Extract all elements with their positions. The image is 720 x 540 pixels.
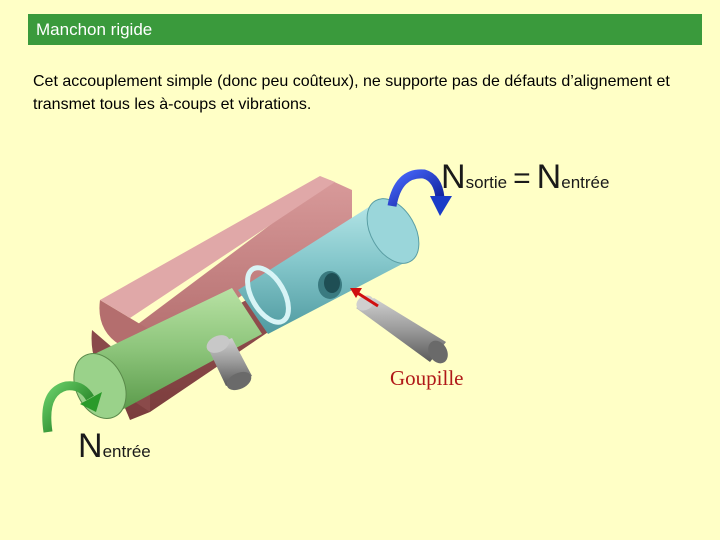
input-label-symbol: N (78, 427, 103, 465)
input-speed-label: Nentrée (78, 427, 151, 466)
slide-description: Cet accouplement simple (donc peu coûteu… (33, 73, 670, 113)
output-symbol: N (441, 158, 466, 196)
input-symbol: N (536, 158, 562, 196)
pin-installed (206, 335, 252, 391)
input-label-subscript: entrée (102, 442, 151, 461)
title-bar: Manchon rigide (28, 14, 702, 45)
speed-formula: Nsortie=Nentrée (441, 158, 609, 197)
output-rotation-arrow (387, 169, 452, 216)
pin-insert-arrow (350, 288, 379, 308)
slide-title: Manchon rigide (36, 20, 153, 39)
output-subscript: sortie (465, 173, 508, 192)
pin-label: Goupille (390, 366, 464, 390)
input-subscript: entrée (561, 173, 610, 192)
equals-sign: = (513, 162, 531, 195)
output-shaft (238, 198, 420, 334)
pin-loose (356, 295, 448, 364)
input-rotation-arrow (42, 381, 102, 433)
